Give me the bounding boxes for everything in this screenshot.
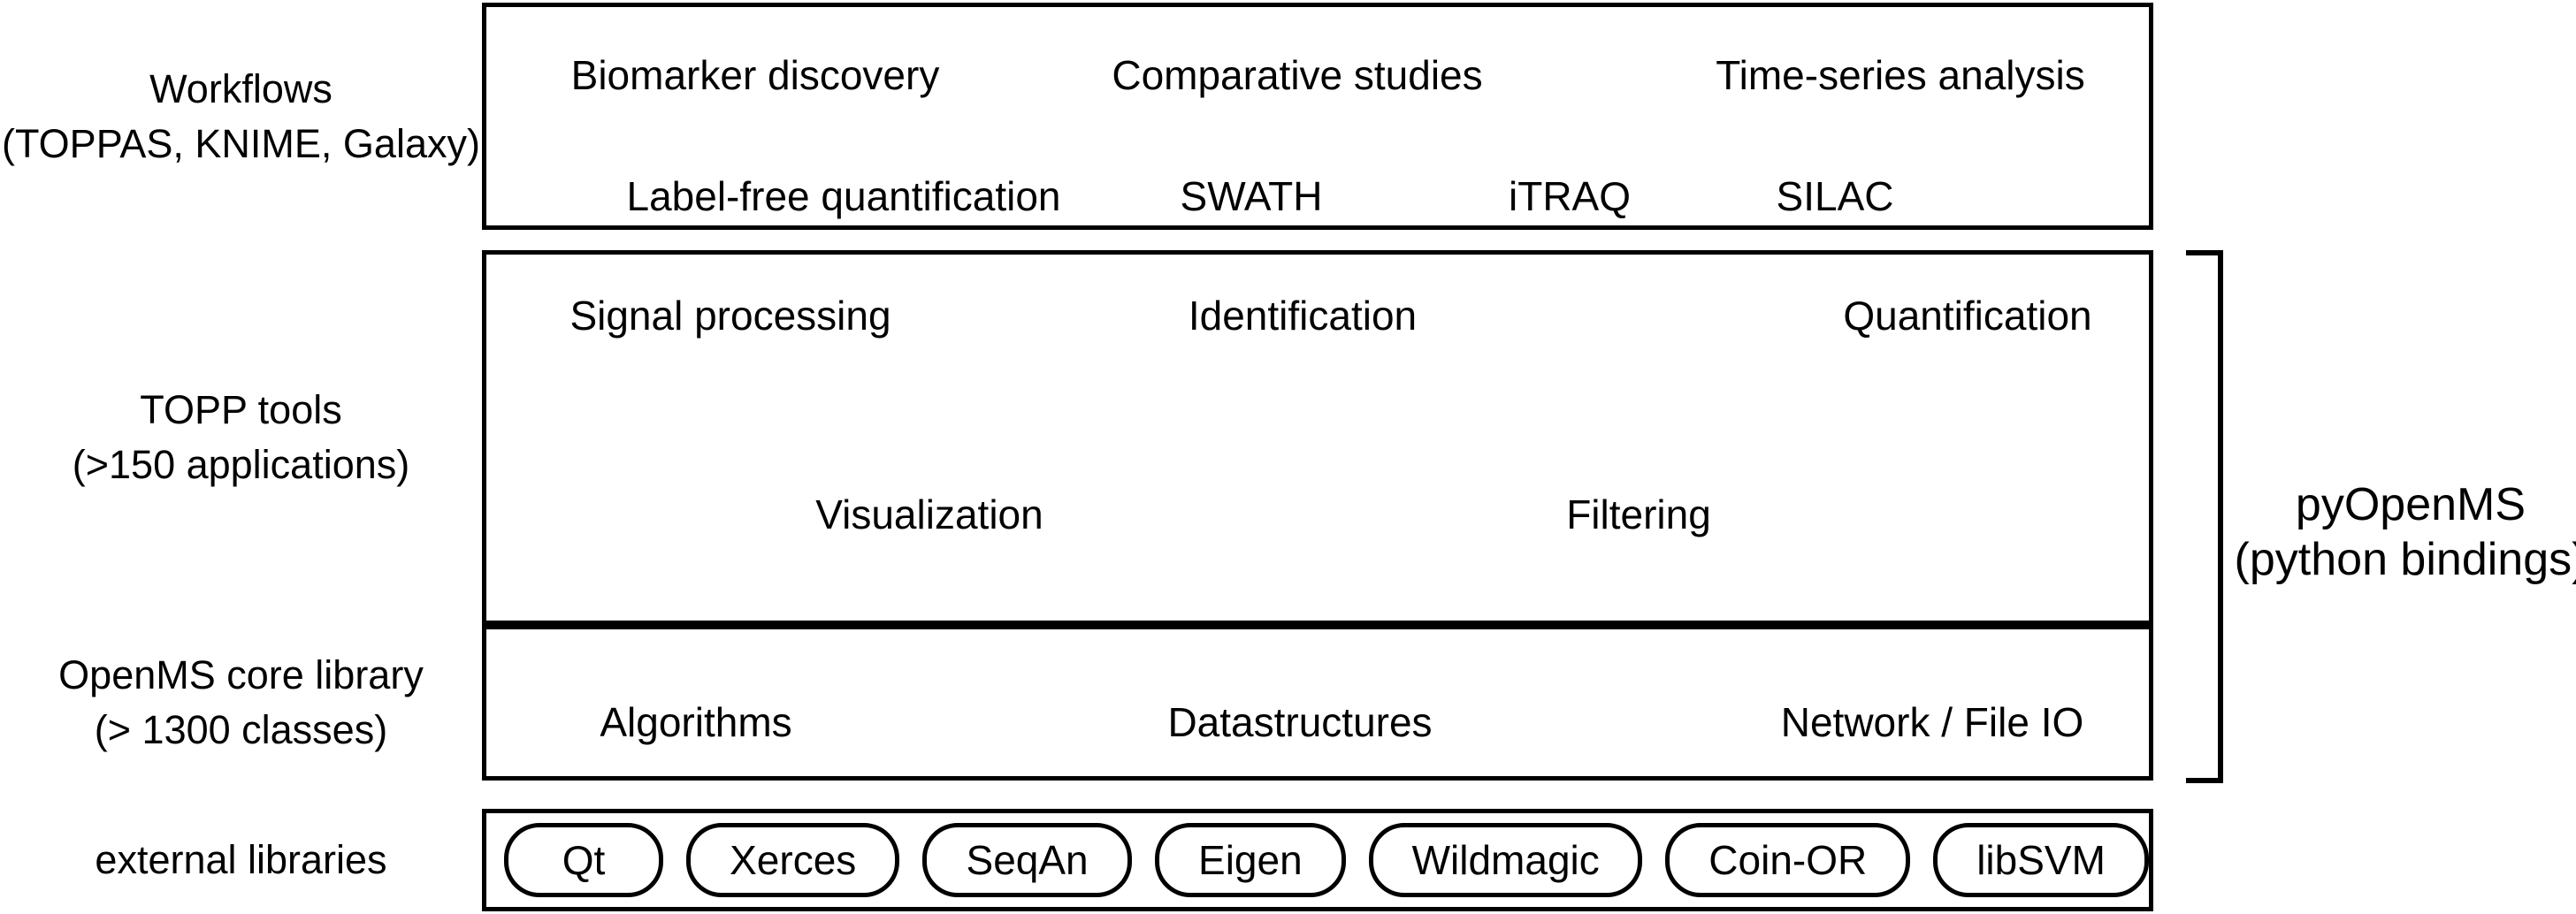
pill-wildmagic: Wildmagic [1368,823,1643,897]
core-item-datastructures: Datastructures [1167,699,1433,745]
topp-item-quantification: Quantification [1843,293,2092,339]
workflow-item-label-free-quantification: Label-free quantification [626,173,1061,219]
workflows-box: Biomarker discovery Comparative studies … [482,3,2153,230]
workflows-label-line1: Workflows [149,65,333,111]
workflow-item-itraq: iTRAQ [1509,173,1631,219]
pill-coin-or: Coin-OR [1665,823,1911,897]
pill-eigen: Eigen [1154,823,1346,897]
pyopenms-label-line2: (python bindings) [2234,534,2576,585]
workflows-label: Workflows (TOPPAS, KNIME, Galaxy) [0,3,482,230]
topp-item-signal-processing: Signal processing [569,293,891,339]
workflow-item-comparative-studies: Comparative studies [1112,52,1483,98]
core-item-algorithms: Algorithms [600,699,792,745]
external-libraries-box: Qt Xerces SeqAn Eigen Wildmagic Coin-OR … [482,809,2153,911]
workflows-label-line2: (TOPPAS, KNIME, Galaxy) [2,120,480,166]
workflow-item-swath: SWATH [1180,173,1323,219]
external-libraries-label: external libraries [0,809,482,911]
core-item-network-file-io: Network / File IO [1780,699,2084,745]
core-library-box: Algorithms Datastructures Network / File… [482,625,2153,781]
pill-seqan: SeqAn [922,823,1132,897]
pill-xerces: Xerces [686,823,900,897]
topp-tools-label: TOPP tools (>150 applications) [0,250,482,625]
workflow-item-time-series-analysis: Time-series analysis [1716,52,2085,98]
workflow-item-silac: SILAC [1776,173,1894,219]
topp-tools-box: Signal processing Identification Quantif… [482,250,2153,625]
topp-tools-label-line1: TOPP tools [140,387,342,432]
pill-qt: Qt [504,823,663,897]
pyopenms-label: pyOpenMS (python bindings) [2235,477,2576,587]
pyopenms-bracket [2186,250,2223,783]
core-library-label-line2: (> 1300 classes) [94,707,388,752]
topp-item-filtering: Filtering [1566,491,1711,537]
topp-item-identification: Identification [1188,293,1418,339]
core-library-label-line1: OpenMS core library [58,652,424,697]
pill-libsvm: libSVM [1933,823,2149,897]
workflow-item-biomarker-discovery: Biomarker discovery [570,52,940,98]
pyopenms-label-line1: pyOpenMS [2295,479,2526,530]
core-library-label: OpenMS core library (> 1300 classes) [0,625,482,781]
external-libraries-label-line1: external libraries [95,837,387,882]
topp-item-visualization: Visualization [815,491,1043,537]
topp-tools-label-line2: (>150 applications) [72,442,410,487]
